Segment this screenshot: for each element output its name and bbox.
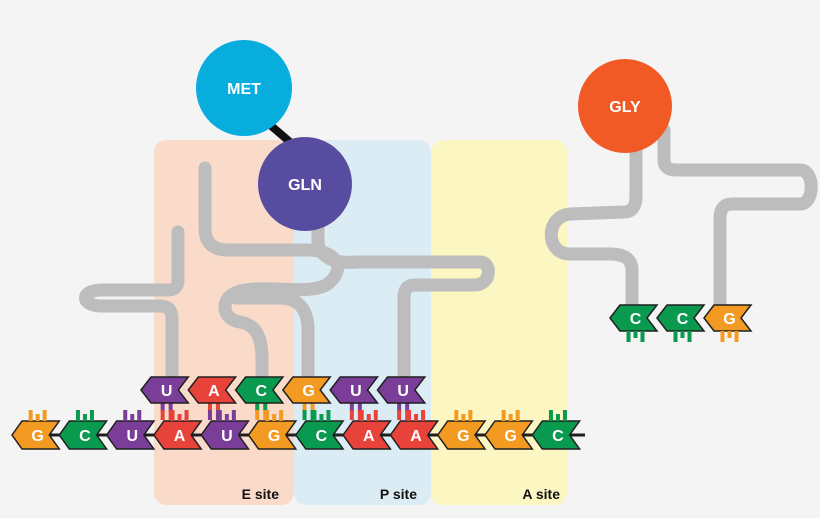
mrna-base-pegs-0 [28, 410, 47, 421]
trna-bound-base-label-5: U [397, 383, 409, 400]
mrna-base-pegs-9 [454, 410, 473, 421]
gly-label: GLY [609, 99, 641, 116]
trna-incoming-base-1 [656, 304, 706, 332]
mrna-base-9 [436, 420, 487, 450]
e-site-label: E site [242, 486, 280, 502]
base-pair-bonds [160, 403, 410, 420]
mrna-base-5 [247, 420, 298, 450]
trna-bound-base-2 [234, 376, 285, 404]
mrna-base-7 [342, 420, 392, 450]
met-amino-acid: MET [196, 40, 292, 136]
trna-incoming-base-2 [703, 304, 753, 332]
mrna-base-4 [200, 420, 250, 450]
mrna-base-label-9: G [457, 428, 469, 445]
mrna-base-11 [531, 420, 582, 450]
mrna-base-label-2: U [126, 428, 138, 445]
trna-bound-base-label-3: G [302, 383, 314, 400]
mrna-base-label-5: G [268, 428, 280, 445]
trna-incoming-base-pegs-0 [626, 331, 645, 342]
mrna-base-0 [11, 420, 61, 450]
p-site-label: P site [380, 486, 417, 502]
mrna-base-label-10: G [504, 428, 516, 445]
mrna-base-6 [294, 420, 345, 450]
mrna-base-pegs-1 [75, 410, 94, 421]
trna-bound-base-label-2: C [255, 383, 267, 400]
met-label: MET [227, 81, 261, 98]
trna-incoming-base-pegs-2 [720, 331, 739, 342]
trna-incoming-base-pegs-1 [673, 331, 692, 342]
trna-bound-base-1 [187, 376, 238, 404]
trna-bound-base-3 [281, 376, 332, 404]
trna-bound-base-0 [140, 376, 190, 404]
mrna-base-3 [152, 420, 203, 450]
trna-incoming-base-label-1: C [677, 311, 689, 328]
mrna-base-pegs-10 [501, 410, 520, 421]
mrna-base-pegs-11 [548, 410, 567, 421]
trna-incoming-base-label-0: C [630, 311, 642, 328]
mrna-base-pegs-2 [123, 410, 142, 421]
mrna-base-label-11: C [552, 428, 564, 445]
trna-incoming-base-0 [609, 304, 659, 332]
mrna-base-1 [58, 420, 109, 450]
trna-bound-base-label-0: U [161, 383, 173, 400]
mrna-base-label-7: A [363, 428, 375, 445]
trna-incoming-base-label-2: G [723, 311, 735, 328]
trna-bound-base-label-1: A [208, 383, 220, 400]
gln-label: GLN [288, 177, 322, 194]
trna-bound-base-label-4: U [350, 383, 362, 400]
trna-bound-strand [79, 161, 495, 387]
mrna-base-label-6: C [316, 428, 328, 445]
mrna-base-2 [105, 420, 156, 450]
mrna-base-10 [484, 420, 534, 450]
a-site-panel [431, 140, 567, 505]
a-site-label: A site [522, 486, 560, 502]
mrna-base-label-8: A [410, 428, 422, 445]
trna-bound-base-4 [329, 376, 380, 404]
gly-amino-acid: GLY [578, 59, 672, 153]
mrna-base-label-1: C [79, 428, 91, 445]
mrna-base-label-0: G [31, 428, 43, 445]
trna-bound-base-5 [376, 376, 427, 404]
trna-incoming-strand [544, 123, 818, 319]
mrna-base-label-4: U [221, 428, 233, 445]
mrna-base-8 [389, 420, 440, 450]
gln-amino-acid: GLN [258, 137, 352, 231]
mrna-base-label-3: A [174, 428, 186, 445]
